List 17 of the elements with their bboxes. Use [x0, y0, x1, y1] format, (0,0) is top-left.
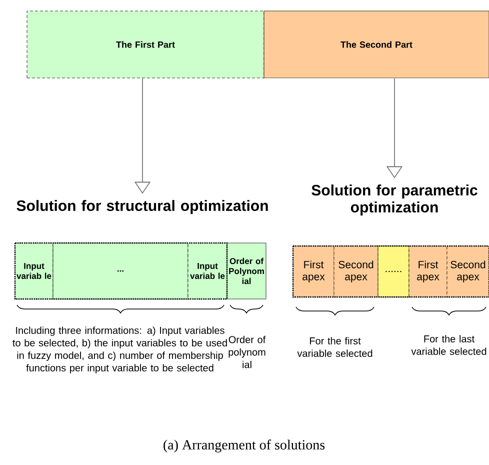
apex-cell: Second apex	[334, 246, 378, 298]
apex-cell: Second apex	[446, 246, 489, 298]
ellipsis-cell: ......	[378, 246, 410, 298]
caption: (a) Arrangement of solutions	[164, 440, 325, 452]
part-box: Order of Polynom ial	[226, 242, 266, 300]
part-box: Input variab le	[188, 242, 228, 300]
brace-label: For the last variable selected	[411, 335, 486, 355]
apex-cell: First apex	[292, 246, 334, 298]
section-heading: Solution for structural optimization	[16, 200, 268, 214]
part-box: Input variab le	[14, 242, 54, 300]
long-note: Including three informations: a) Input variables to be selected, b) the input variables to be used in fuzzy model, and c) number of membership functions per input variable to be selected	[12, 326, 227, 374]
part-box: The First Part	[26, 10, 264, 78]
part-box: The Second Part	[264, 10, 489, 78]
section-heading: Solution for parametric optimization	[312, 184, 478, 216]
brace-label: Order of polynom ial	[228, 336, 266, 368]
apex-cell: First apex	[408, 246, 448, 298]
brace-label: For the first variable selected	[297, 337, 372, 357]
